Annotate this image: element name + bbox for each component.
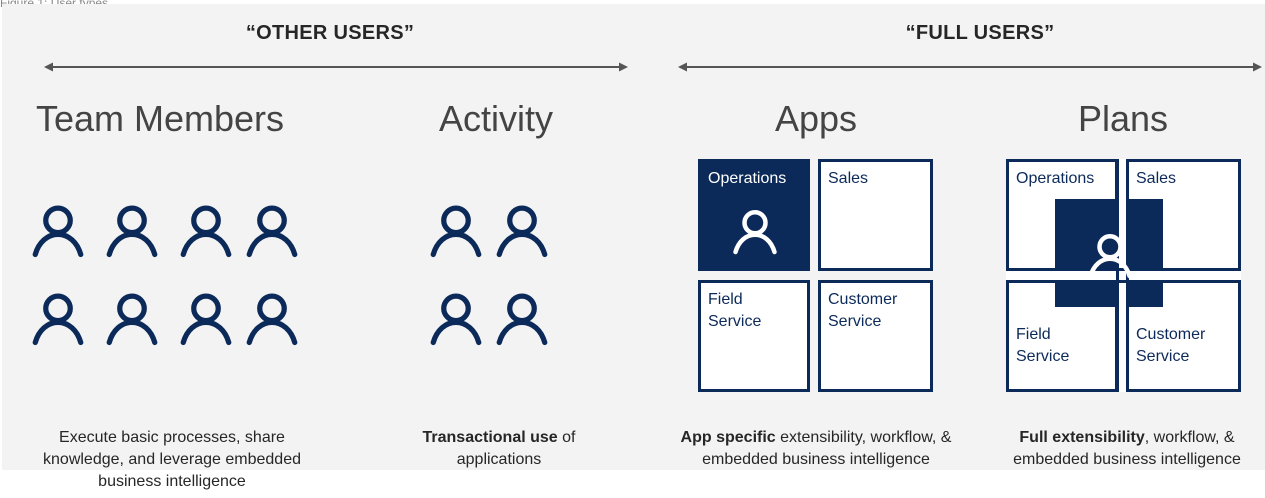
- apps-customer-service-box: Customer Service: [818, 280, 933, 392]
- desc-rest: of applications: [456, 429, 576, 468]
- person-icon: [428, 200, 484, 260]
- desc-team-members: Execute basic processes, share knowledge…: [43, 429, 301, 490]
- person-icon: [494, 200, 550, 260]
- box-label: Field Service: [708, 291, 762, 330]
- plans-grid-line: [1126, 159, 1129, 392]
- person-icon: [244, 200, 300, 260]
- person-icon: [104, 200, 160, 260]
- full-users-arrow-icon: [678, 62, 1262, 72]
- person-icon: [428, 288, 484, 348]
- title-apps: Apps: [774, 98, 858, 139]
- header-full-users: “FULL USERS”: [905, 22, 1055, 44]
- person-icon: [178, 200, 234, 260]
- person-icon: [30, 200, 86, 260]
- plans-grid-line: [1116, 159, 1119, 392]
- box-label: Sales: [828, 170, 869, 187]
- box-label: Customer Service: [828, 291, 898, 330]
- desc-rest: , workflow, & embedded business intellig…: [1013, 429, 1241, 468]
- person-icon: [494, 288, 550, 348]
- title-activity: Activity: [438, 98, 553, 139]
- plans-grid-line: [1006, 280, 1241, 283]
- apps-operations-box: Operations: [698, 159, 810, 271]
- person-icon: [244, 288, 300, 348]
- header-other-users: “OTHER USERS”: [245, 22, 415, 44]
- box-label: Customer Service: [1136, 326, 1206, 365]
- desc-rest: extensibility, workflow, & embedded busi…: [702, 429, 952, 468]
- desc-bold: Transactional use: [422, 429, 558, 446]
- desc-plans: Full extensibility, workflow, & embedded…: [992, 427, 1262, 471]
- desc-apps: App specific extensibility, workflow, & …: [646, 427, 986, 471]
- plans-grid-gap-horizontal: [1006, 271, 1241, 280]
- apps-field-service-box: Field Service: [698, 280, 810, 392]
- plans-grid-line: [1006, 268, 1241, 271]
- apps-sales-box: Sales: [818, 159, 933, 271]
- desc-bold: Full extensibility: [1019, 429, 1145, 446]
- title-plans: Plans: [1077, 98, 1169, 139]
- other-users-arrow-icon: [44, 62, 628, 72]
- desc-activity: Transactional use of applications: [392, 427, 606, 471]
- box-label: Sales: [1136, 170, 1177, 187]
- desc-bold: App specific: [680, 429, 776, 446]
- person-icon: [104, 288, 160, 348]
- person-icon: [30, 288, 86, 348]
- person-icon: [731, 205, 779, 257]
- person-icon: [178, 288, 234, 348]
- plans-center-square: [1055, 199, 1163, 307]
- box-label: Field Service: [1016, 326, 1070, 365]
- title-team-members: Team Members: [35, 98, 285, 139]
- box-label: Operations: [1016, 170, 1095, 187]
- box-label: Operations: [708, 170, 787, 187]
